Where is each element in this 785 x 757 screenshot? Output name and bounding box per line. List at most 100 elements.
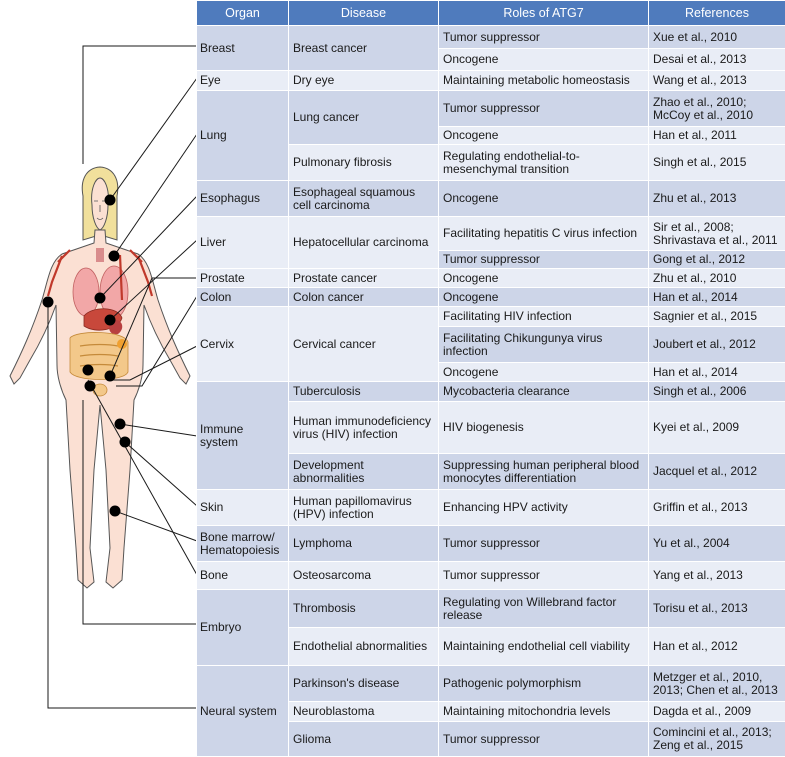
table-row: Skin Human papillomavirus (HPV) infectio…: [197, 490, 785, 526]
human-body-figure: [0, 0, 198, 756]
role-cell: Oncogene: [439, 127, 649, 145]
role-cell: Tumor suppressor: [439, 26, 649, 49]
reference-cell: Han et al., 2012: [649, 628, 785, 666]
table-row: Cervix Cervical cancer Facilitating HIV …: [197, 307, 785, 327]
marker-knee: [110, 506, 121, 517]
organ-cell: Colon: [197, 288, 289, 307]
organ-cell: Neural system: [197, 666, 289, 757]
disease-cell: Cervical cancer: [289, 307, 439, 382]
table-row: Breast Breast cancer Tumor suppressor Xu…: [197, 26, 785, 49]
role-cell: Suppressing human peripheral blood monoc…: [439, 454, 649, 490]
disease-cell: Colon cancer: [289, 288, 439, 307]
organ-cell: Cervix: [197, 307, 289, 382]
role-cell: Tumor suppressor: [439, 91, 649, 127]
reference-cell: Sagnier et al., 2015: [649, 307, 785, 327]
reference-cell: Han et al., 2014: [649, 288, 785, 307]
table-row: Embryo Thrombosis Regulating von Willebr…: [197, 590, 785, 628]
header-role: Roles of ATG7: [439, 1, 649, 26]
role-cell: Tumor suppressor: [439, 562, 649, 590]
reference-cell: Torisu et al., 2013: [649, 590, 785, 628]
table-row: Liver Hepatocellular carcinoma Facilitat…: [197, 217, 785, 251]
role-cell: HIV biogenesis: [439, 402, 649, 454]
organ-cell: Eye: [197, 71, 289, 91]
organ-cell: Prostate: [197, 269, 289, 288]
role-cell: Regulating von Willebrand factor release: [439, 590, 649, 628]
marker-liver: [105, 315, 116, 326]
role-cell: Pathogenic polymorphism: [439, 666, 649, 702]
reference-cell: Yang et al., 2013: [649, 562, 785, 590]
table-row: Neural system Parkinson's disease Pathog…: [197, 666, 785, 702]
marker-colon-left: [83, 365, 94, 376]
role-cell: Oncogene: [439, 181, 649, 217]
marker-breast-right: [109, 251, 120, 262]
role-cell: Facilitating hepatitis C virus infection: [439, 217, 649, 251]
role-cell: Oncogene: [439, 363, 649, 382]
header-references: References: [649, 1, 785, 26]
reference-cell: Comincini et al., 2013; Zeng et al., 201…: [649, 722, 785, 757]
role-cell: Tumor suppressor: [439, 526, 649, 562]
organ-cell: Lung: [197, 91, 289, 181]
reference-cell: Desai et al., 2013: [649, 49, 785, 71]
role-cell: Enhancing HPV activity: [439, 490, 649, 526]
disease-cell: Lymphoma: [289, 526, 439, 562]
marker-thigh-lower: [120, 437, 131, 448]
reference-cell: Singh et al., 2006: [649, 382, 785, 402]
disease-cell: Human immunodeficiency virus (HIV) infec…: [289, 402, 439, 454]
reference-cell: Sir et al., 2008; Shrivastava et al., 20…: [649, 217, 785, 251]
disease-cell: Development abnormalities: [289, 454, 439, 490]
atg7-roles-table: Organ Disease Roles of ATG7 References B…: [196, 0, 785, 757]
table-row: Colon Colon cancer Oncogene Han et al., …: [197, 288, 785, 307]
disease-cell: Endothelial abnormalities: [289, 628, 439, 666]
disease-cell: Glioma: [289, 722, 439, 757]
reference-cell: Kyei et al., 2009: [649, 402, 785, 454]
disease-cell: Lung cancer: [289, 91, 439, 145]
role-cell: Regulating endothelial-to-mesenchymal tr…: [439, 145, 649, 181]
marker-breast-left: [95, 293, 106, 304]
organ-cell: Bone: [197, 562, 289, 590]
reference-cell: Han et al., 2014: [649, 363, 785, 382]
table-row: Immune system Tuberculosis Mycobacteria …: [197, 382, 785, 402]
role-cell: Maintaining mitochondria levels: [439, 702, 649, 722]
disease-cell: Tuberculosis: [289, 382, 439, 402]
reference-cell: Metzger et al., 2010, 2013; Chen et al.,…: [649, 666, 785, 702]
reference-cell: Gong et al., 2012: [649, 251, 785, 269]
marker-eye: [105, 195, 116, 206]
reference-cell: Xue et al., 2010: [649, 26, 785, 49]
role-cell: Facilitating HIV infection: [439, 307, 649, 327]
table-row: Bone marrow/ Hematopoiesis Lymphoma Tumo…: [197, 526, 785, 562]
reference-cell: Dagda et al., 2009: [649, 702, 785, 722]
reference-cell: Joubert et al., 2012: [649, 327, 785, 363]
disease-cell: Human papillomavirus (HPV) infection: [289, 490, 439, 526]
organ-cell: Skin: [197, 490, 289, 526]
organ-cell: Bone marrow/ Hematopoiesis: [197, 526, 289, 562]
role-cell: Mycobacteria clearance: [439, 382, 649, 402]
disease-cell: Prostate cancer: [289, 269, 439, 288]
organ-cell: Breast: [197, 26, 289, 71]
organ-cell: Esophagus: [197, 181, 289, 217]
role-cell: Oncogene: [439, 269, 649, 288]
role-cell: Facilitating Chikungunya virus infection: [439, 327, 649, 363]
disease-cell: Neuroblastoma: [289, 702, 439, 722]
disease-cell: Pulmonary fibrosis: [289, 145, 439, 181]
reference-cell: Wang et al., 2013: [649, 71, 785, 91]
role-cell: Tumor suppressor: [439, 722, 649, 757]
table-row: Eye Dry eye Maintaining metabolic homeos…: [197, 71, 785, 91]
role-cell: Oncogene: [439, 49, 649, 71]
marker-arm: [43, 297, 54, 308]
role-cell: Oncogene: [439, 288, 649, 307]
disease-cell: Osteosarcoma: [289, 562, 439, 590]
reference-cell: Jacquel et al., 2012: [649, 454, 785, 490]
header-disease: Disease: [289, 1, 439, 26]
reference-cell: Zhu et al., 2010: [649, 269, 785, 288]
organ-cell: Liver: [197, 217, 289, 269]
organ-cell: Immune system: [197, 382, 289, 490]
table-row: Lung Lung cancer Tumor suppressor Zhao e…: [197, 91, 785, 127]
marker-thigh-upper: [115, 419, 126, 430]
reference-cell: Han et al., 2011: [649, 127, 785, 145]
table-header-row: Organ Disease Roles of ATG7 References: [197, 1, 785, 26]
reference-cell: Yu et al., 2004: [649, 526, 785, 562]
table-row: Prostate Prostate cancer Oncogene Zhu et…: [197, 269, 785, 288]
organ-cell: Embryo: [197, 590, 289, 666]
disease-cell: Thrombosis: [289, 590, 439, 628]
disease-cell: Dry eye: [289, 71, 439, 91]
